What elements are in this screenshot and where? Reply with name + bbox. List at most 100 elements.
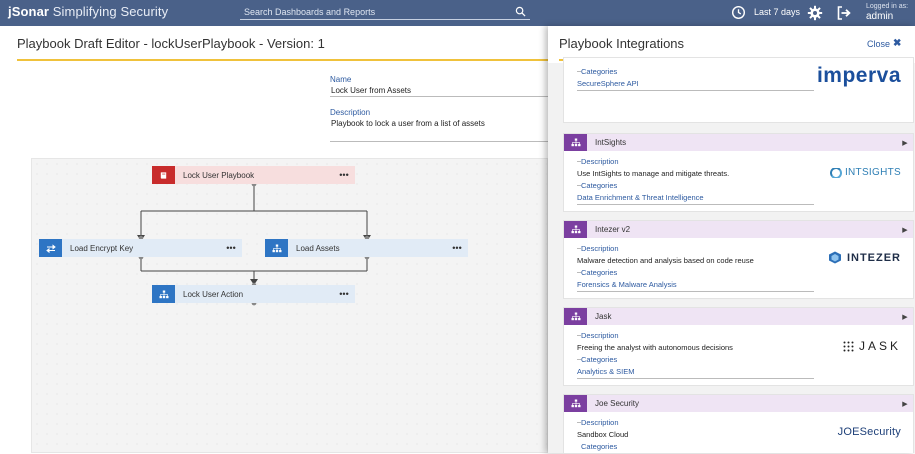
close-label: Close bbox=[867, 38, 891, 49]
expand-arrow-icon[interactable]: ▶ bbox=[902, 400, 908, 408]
description-value: Freeing the analyst with autonomous deci… bbox=[577, 343, 733, 352]
integration-card-intsights[interactable]: IntSights ▶ Description Use IntSights to… bbox=[563, 133, 914, 212]
description-value: Sandbox Cloud bbox=[577, 430, 629, 439]
expand-arrow-icon[interactable]: ▶ bbox=[902, 226, 908, 234]
intsights-logo: INTSIGHTS bbox=[829, 167, 901, 178]
field-line bbox=[577, 161, 581, 162]
gear-icon[interactable] bbox=[807, 5, 823, 21]
node-menu-button[interactable]: ••• bbox=[452, 243, 462, 253]
description-value: Malware detection and analysis based on … bbox=[577, 256, 754, 265]
hierarchy-icon bbox=[564, 221, 587, 238]
field-underline bbox=[577, 90, 814, 91]
card-header[interactable]: Intezer v2 ▶ bbox=[564, 221, 913, 238]
workflow-canvas[interactable]: Lock User Playbook ••• Load Encrypt Key … bbox=[31, 158, 548, 453]
categories-value: SecureSphere API bbox=[577, 79, 639, 88]
swap-arrows-icon bbox=[39, 239, 62, 257]
logged-in-label: Logged in as: bbox=[866, 3, 909, 10]
node-menu-button[interactable]: ••• bbox=[339, 289, 349, 299]
jask-logo: JASK bbox=[843, 339, 901, 353]
card-header[interactable]: IntSights ▶ bbox=[564, 134, 913, 151]
hierarchy-icon bbox=[564, 395, 587, 412]
integration-name: Joe Security bbox=[595, 399, 640, 408]
expand-arrow-icon[interactable]: ▶ bbox=[902, 139, 908, 147]
playbook-editor: Playbook Draft Editor - lockUserPlaybook… bbox=[0, 26, 548, 453]
brand-name: jSonar bbox=[8, 4, 50, 19]
categories-value: Forensics & Malware Analysis bbox=[577, 280, 677, 289]
intezer-logo-text: INTEZER bbox=[846, 251, 901, 264]
integrations-panel: Playbook Integrations Close ✖ Categories… bbox=[548, 26, 915, 453]
categories-value: Analytics & SIEM bbox=[577, 367, 635, 376]
description-label: Description bbox=[581, 418, 619, 427]
hierarchy-icon bbox=[265, 239, 288, 257]
node-label: Lock User Playbook bbox=[183, 170, 255, 180]
hierarchy-icon bbox=[564, 308, 587, 325]
intsights-logo-text: INTSIGHTS bbox=[844, 167, 901, 178]
time-range-selector[interactable]: Last 7 days bbox=[754, 7, 801, 17]
integration-card-imperva[interactable]: Categories SecureSphere API imperva bbox=[563, 57, 914, 123]
field-line bbox=[577, 272, 581, 273]
clock-icon[interactable] bbox=[731, 5, 746, 20]
node-load-encrypt-key[interactable]: Load Encrypt Key ••• bbox=[39, 239, 242, 257]
field-underline bbox=[577, 378, 814, 379]
search-bar bbox=[240, 4, 530, 20]
close-button[interactable]: Close ✖ bbox=[867, 38, 901, 49]
integration-card-intezer[interactable]: Intezer v2 ▶ Description Malware detecti… bbox=[563, 220, 914, 299]
panel-title: Playbook Integrations bbox=[559, 36, 685, 51]
description-label: Description bbox=[581, 244, 619, 253]
description-field[interactable]: Playbook to lock a user from a list of a… bbox=[331, 119, 485, 128]
integration-card-joe-security[interactable]: Joe Security ▶ Description Sandbox Cloud… bbox=[563, 394, 914, 453]
node-menu-button[interactable]: ••• bbox=[339, 170, 349, 180]
description-value: Use IntSights to manage and mitigate thr… bbox=[577, 169, 730, 178]
username[interactable]: admin bbox=[866, 11, 894, 22]
name-field-underline bbox=[330, 96, 548, 97]
node-load-assets[interactable]: Load Assets ••• bbox=[265, 239, 468, 257]
node-label: Load Encrypt Key bbox=[70, 243, 134, 253]
card-header[interactable]: Jask ▶ bbox=[564, 308, 913, 325]
categories-value: Data Enrichment & Threat Intelligence bbox=[577, 193, 704, 202]
search-input[interactable] bbox=[240, 6, 510, 17]
imperva-logo: imperva bbox=[816, 64, 901, 87]
brand-logo[interactable]: jSonar Simplifying Security bbox=[8, 4, 168, 19]
search-icon[interactable] bbox=[515, 6, 526, 17]
categories-label: Categories bbox=[581, 268, 618, 277]
integration-name: Jask bbox=[595, 312, 612, 321]
node-lock-user-playbook[interactable]: Lock User Playbook ••• bbox=[152, 166, 355, 184]
close-icon: ✖ bbox=[893, 38, 902, 49]
node-label: Load Assets bbox=[296, 243, 340, 253]
description-label: Description bbox=[330, 108, 371, 117]
name-label: Name bbox=[330, 75, 352, 84]
field-line bbox=[577, 359, 581, 360]
categories-label: Categories bbox=[581, 355, 618, 364]
top-navigation-bar: jSonar Simplifying Security Last 7 days bbox=[0, 0, 915, 26]
joe-security-logo: JOESecurity bbox=[837, 426, 901, 438]
expand-arrow-icon[interactable]: ▶ bbox=[902, 313, 908, 321]
integration-name: Intezer v2 bbox=[595, 225, 631, 234]
node-label: Lock User Action bbox=[183, 289, 244, 299]
field-line bbox=[577, 335, 581, 336]
card-header[interactable]: Joe Security ▶ bbox=[564, 395, 913, 412]
hierarchy-icon bbox=[152, 285, 175, 303]
field-line bbox=[577, 422, 581, 423]
intsights-logo-icon bbox=[829, 167, 842, 178]
intezer-logo: INTEZER bbox=[828, 251, 901, 264]
brand-tagline: Simplifying Security bbox=[49, 4, 169, 19]
integration-card-jask[interactable]: Jask ▶ Description Freeing the analyst w… bbox=[563, 307, 914, 386]
description-label: Description bbox=[581, 331, 619, 340]
field-line bbox=[577, 248, 581, 249]
integration-list[interactable]: Categories SecureSphere API imperva IntS… bbox=[548, 57, 915, 453]
field-underline bbox=[577, 204, 814, 205]
jask-logo-text: JASK bbox=[858, 339, 901, 353]
title-divider bbox=[17, 59, 548, 61]
book-icon bbox=[152, 166, 175, 184]
node-lock-user-action[interactable]: Lock User Action ••• bbox=[152, 285, 355, 303]
workflow-connectors bbox=[137, 181, 371, 306]
logout-icon[interactable] bbox=[836, 5, 852, 21]
field-line bbox=[577, 185, 581, 186]
node-menu-button[interactable]: ••• bbox=[226, 243, 236, 253]
name-field[interactable]: Lock User from Assets bbox=[331, 86, 412, 95]
intezer-logo-icon bbox=[828, 251, 841, 264]
categories-label: Categories bbox=[581, 442, 618, 451]
integration-name: IntSights bbox=[595, 138, 627, 147]
field-line bbox=[577, 71, 581, 72]
field-underline bbox=[577, 291, 814, 292]
